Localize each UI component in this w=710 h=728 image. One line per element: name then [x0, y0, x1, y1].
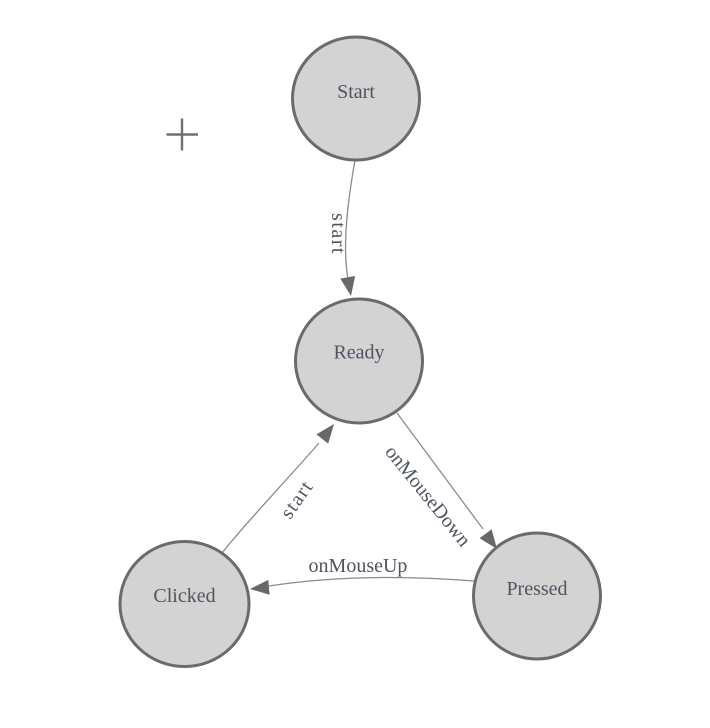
node-clicked-label: Clicked — [153, 585, 215, 607]
crosshair-cursor-icon — [166, 118, 198, 151]
edge-clicked-to-ready-arrowhead-icon — [316, 424, 334, 444]
edge-start-to-ready[interactable]: start — [327, 159, 356, 296]
node-clicked[interactable]: Clicked — [118, 540, 251, 668]
node-pressed-label: Pressed — [506, 578, 567, 600]
node-pressed[interactable]: Pressed — [472, 531, 602, 661]
node-ready[interactable]: Ready — [294, 297, 424, 425]
edge-ready-to-pressed-path[interactable] — [396, 412, 484, 530]
edge-ready-to-pressed-arrowhead-icon — [479, 529, 497, 549]
node-clicked-shape[interactable] — [118, 540, 251, 668]
edge-start-to-ready-path[interactable] — [344, 159, 356, 280]
edge-clicked-to-ready[interactable]: start — [221, 424, 334, 554]
edge-label-onmousedown: onMouseDown — [380, 441, 475, 551]
edge-clicked-to-ready-path[interactable] — [221, 442, 320, 554]
node-start[interactable]: Start — [291, 35, 421, 162]
edge-label-start-1: start — [327, 213, 349, 255]
node-ready-label: Ready — [333, 342, 384, 364]
edge-pressed-to-clicked-path[interactable] — [268, 576, 475, 587]
edge-pressed-to-clicked-arrowhead-icon — [250, 579, 270, 595]
node-ready-shape[interactable] — [294, 297, 424, 425]
edge-pressed-to-clicked[interactable]: onMouseUp — [250, 555, 475, 595]
node-pressed-shape[interactable] — [472, 531, 602, 661]
node-start-label: Start — [337, 81, 375, 103]
edge-ready-to-pressed[interactable]: onMouseDown — [380, 412, 497, 551]
edge-start-to-ready-arrowhead-icon — [340, 276, 356, 296]
node-start-shape[interactable] — [291, 35, 421, 162]
edge-label-onmouseup: onMouseUp — [309, 555, 408, 577]
